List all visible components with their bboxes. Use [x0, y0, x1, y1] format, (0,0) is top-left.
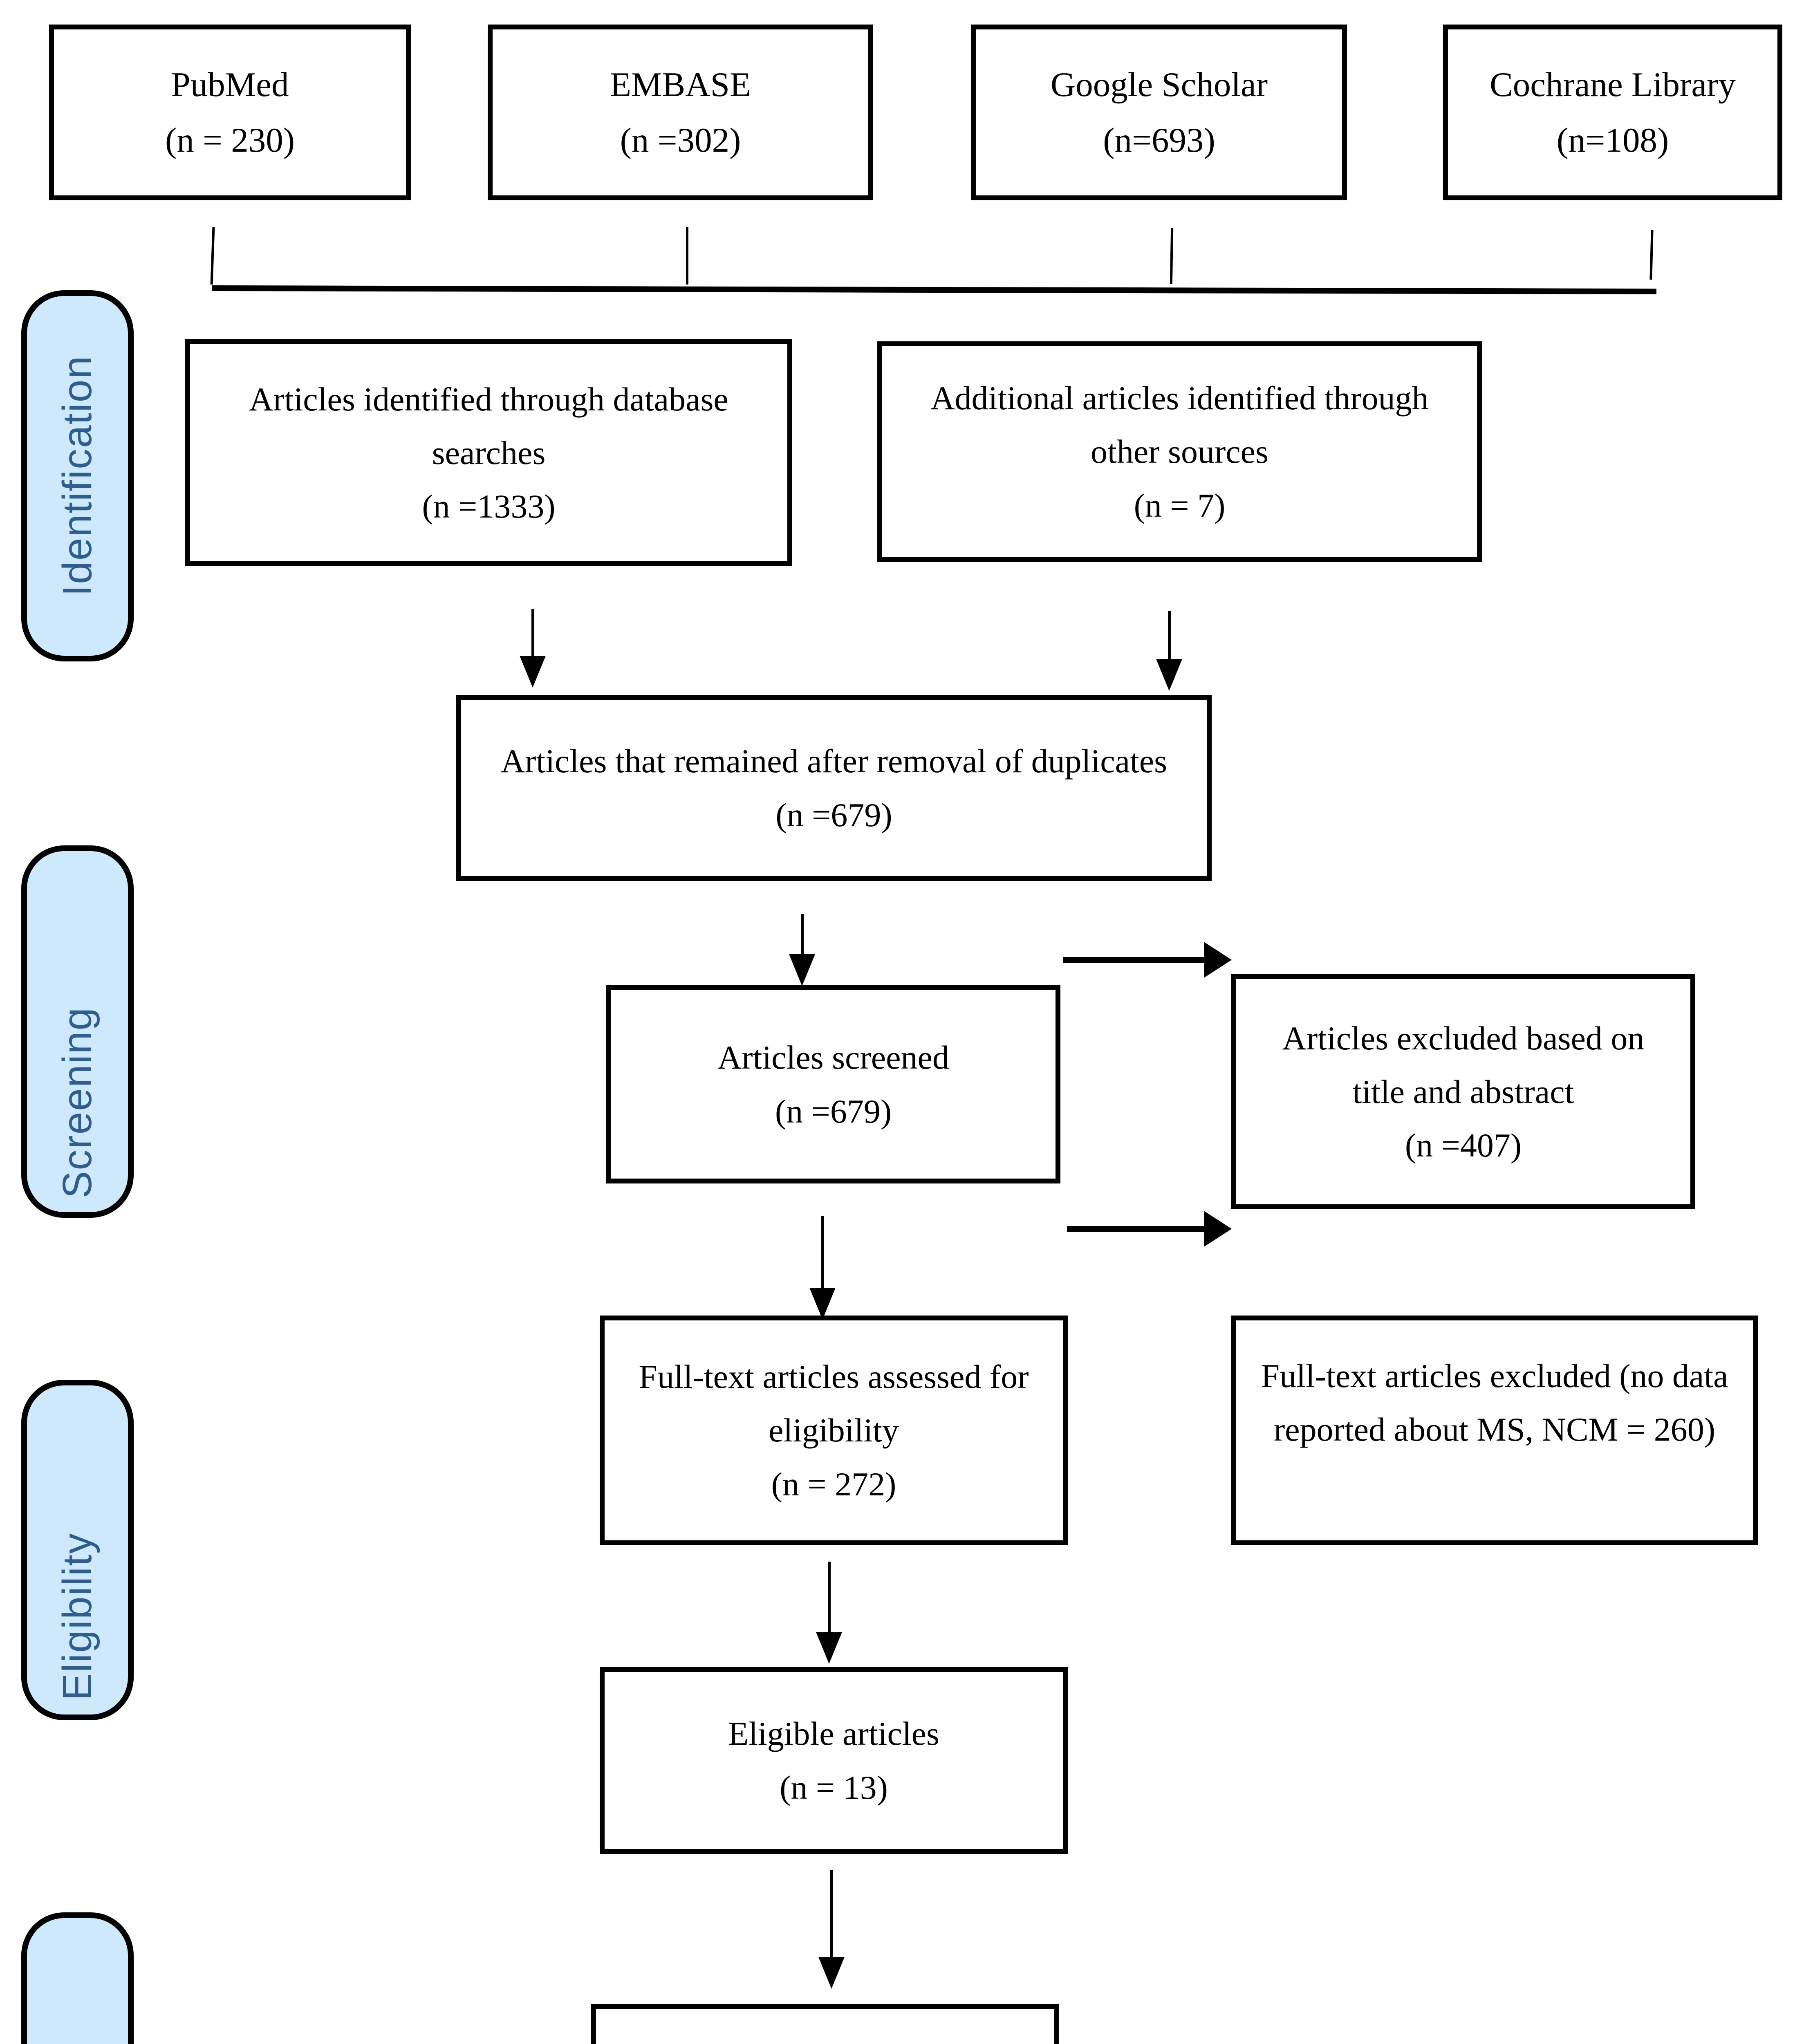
source-name: PubMed [171, 65, 289, 104]
collector-line [211, 285, 1657, 295]
arrow-fulltext-to-eligible [828, 1562, 831, 1633]
node-text-line: title and abstract [1352, 1073, 1574, 1110]
node-text-line: Articles excluded based on [1282, 1019, 1645, 1057]
source-box-pubmed: PubMed (n = 230) [49, 25, 411, 200]
node-text-line: (n = 13) [780, 1768, 888, 1806]
arrowhead-down-icon [520, 656, 546, 688]
node-text-line: Additional articles identified through [930, 379, 1429, 417]
node-included: Articles included in the systematic revi… [591, 2004, 1059, 2044]
connector-tick-embase [686, 227, 688, 285]
stage-pill-identification: Identification [21, 290, 134, 661]
node-text-line: other sources [1091, 433, 1268, 471]
node-screened: Articles screened (n =679) [606, 985, 1060, 1183]
node-identified-other-sources: Additional articles identified through o… [877, 341, 1482, 562]
node-text-line: (n =679) [775, 796, 892, 834]
node-eligible: Eligible articles (n = 13) [600, 1667, 1068, 1854]
arrowhead-right-icon [1204, 942, 1232, 978]
source-name: Cochrane Library [1490, 65, 1736, 104]
node-text-line: searches [432, 434, 546, 471]
connector-tick-pubmed [210, 227, 215, 285]
node-text-line: (n = 7) [1134, 486, 1226, 524]
source-box-google-scholar: Google Scholar (n=693) [971, 25, 1347, 200]
arrow-identified-other-to-dedup [1168, 611, 1171, 660]
source-count: (n =302) [620, 121, 741, 159]
node-text-line: eligibility [769, 1412, 899, 1449]
node-dedup: Articles that remained after removal of … [456, 695, 1212, 881]
arrow-dedup-to-screened [801, 914, 804, 955]
arrow-screened-to-fulltext [821, 1216, 824, 1289]
node-excluded-title-abstract: Articles excluded based on title and abs… [1231, 974, 1695, 1209]
arrowhead-down-icon [809, 1288, 836, 1320]
arrowhead-down-icon [816, 1632, 842, 1664]
source-count: (n = 230) [165, 121, 295, 159]
node-text-line: Full-text articles excluded (no data [1261, 1357, 1728, 1394]
arrow-screened-to-excluded-top [1063, 957, 1204, 963]
source-box-embase: EMBASE (n =302) [488, 25, 873, 200]
stage-label-screening: Screening [54, 1006, 100, 1198]
connector-tick-cochrane [1649, 229, 1654, 280]
arrowhead-down-icon [1156, 659, 1182, 691]
arrow-screened-to-excluded-bottom [1067, 1226, 1204, 1232]
arrowhead-down-icon [789, 954, 815, 986]
arrowhead-right-icon [1204, 1211, 1232, 1247]
arrow-eligible-to-included [830, 1870, 833, 1958]
node-text-line: (n = 272) [771, 1465, 896, 1503]
connector-tick-google-scholar [1170, 228, 1174, 284]
source-count: (n=108) [1556, 121, 1669, 159]
arrowhead-down-icon [818, 1957, 845, 1989]
node-text-line: Eligible articles [728, 1715, 939, 1753]
node-text-line: Articles that remained after removal of … [500, 742, 1168, 780]
node-text-line: (n =679) [775, 1092, 892, 1130]
node-identified-database: Articles identified through database sea… [185, 339, 792, 566]
stage-pill-eligibility: Eligibility [21, 1380, 134, 1720]
node-text-line: Articles identified through database [249, 380, 728, 418]
node-text-line: Full-text articles assessed for [639, 1358, 1029, 1396]
source-count: (n=693) [1103, 121, 1215, 159]
stage-label-identification: Identification [54, 355, 100, 596]
source-box-cochrane: Cochrane Library (n=108) [1443, 25, 1782, 200]
node-text-line: (n =407) [1405, 1127, 1522, 1164]
arrow-identified-db-to-dedup [531, 609, 534, 657]
node-fulltext-excluded: Full-text articles excluded (no data rep… [1231, 1316, 1758, 1545]
stage-pill-inclusion: Inclusion [21, 1912, 134, 2044]
node-text-line: reported about MS, NCM = 260) [1273, 1411, 1716, 1448]
source-name: Google Scholar [1050, 65, 1268, 104]
stage-label-eligibility: Eligibility [54, 1532, 100, 1701]
node-fulltext-assessed: Full-text articles assessed for eligibil… [600, 1316, 1068, 1545]
node-text-line: Articles screened [717, 1039, 949, 1076]
source-name: EMBASE [610, 65, 751, 104]
stage-pill-screening: Screening [21, 845, 134, 1218]
node-text-line: (n =1333) [422, 488, 556, 525]
